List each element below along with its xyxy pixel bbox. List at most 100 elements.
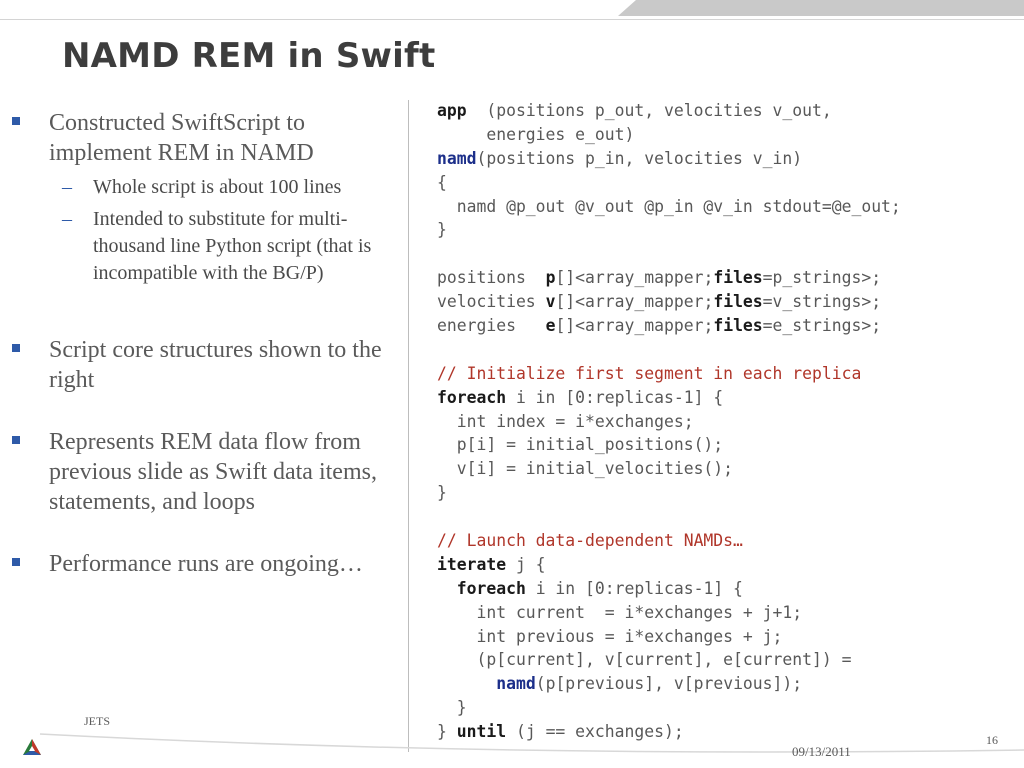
code-keyword: until (456, 722, 507, 742)
code-line: int current = i*exchanges + j+1; (437, 601, 901, 625)
code-comment: // Launch data-dependent NAMDs… (437, 531, 743, 551)
code-line: (p[current], v[current], e[current]) = (437, 648, 901, 672)
column-divider (408, 100, 409, 752)
bullet-square-icon (12, 117, 20, 125)
code-text: j { (506, 554, 546, 574)
code-text: } (437, 722, 457, 742)
code-text: energies e_out) (437, 124, 635, 144)
code-text: (p[current], v[current], e[current]) = (437, 650, 852, 670)
bullet-item: Represents REM data flow from previous s… (12, 427, 407, 517)
code-line: p[i] = initial_positions(); (437, 433, 901, 457)
sub-bullet-text: Whole script is about 100 lines (93, 176, 342, 198)
code-text: (j == exchanges); (506, 722, 684, 742)
bullet-text: Represents REM data flow from previous s… (49, 429, 377, 515)
code-text: (positions p_in, velocities v_in) (476, 148, 803, 168)
code-line: foreach i in [0:replicas-1] { (437, 386, 901, 410)
code-line: velocities v[]<array_mapper;files=v_stri… (437, 290, 901, 314)
code-text: namd @p_out @v_out @p_in @v_in stdout=@e… (437, 196, 901, 216)
code-line (437, 505, 901, 529)
code-text: } (437, 698, 467, 718)
top-decoration-notch (618, 0, 636, 16)
code-keyword: files (713, 316, 763, 336)
code-line: int index = i*exchanges; (437, 410, 901, 434)
bullet-text: Script core structures shown to the righ… (49, 337, 382, 393)
page-number: 16 (986, 733, 998, 747)
code-line: } (437, 218, 901, 242)
code-text: v[i] = initial_velocities(); (437, 459, 734, 479)
code-line (437, 242, 901, 266)
code-text: (p[previous], v[previous]); (535, 674, 803, 694)
code-text: []<array_mapper; (555, 292, 714, 312)
code-keyword: iterate (437, 554, 507, 574)
code-line: } (437, 481, 901, 505)
footer-project-label: JETS (84, 714, 111, 728)
bullet-item: Performance runs are ongoing… (12, 549, 407, 579)
code-line: app (positions p_out, velocities v_out, (437, 99, 901, 123)
code-text (437, 579, 457, 598)
code-keyword: foreach (456, 578, 526, 598)
code-line: namd @p_out @v_out @p_in @v_in stdout=@e… (437, 195, 901, 219)
code-text: i in [0:replicas-1] { (525, 578, 743, 598)
bullet-item: Constructed SwiftScript to implement REM… (12, 108, 407, 168)
footer-date: 09/13/2011 (792, 744, 851, 759)
sub-bullet-item: – Intended to substitute for multi-thous… (12, 206, 407, 287)
code-keyword: files (713, 292, 763, 312)
code-text: int current = i*exchanges + j+1; (437, 602, 803, 622)
code-line: energies e[]<array_mapper;files=e_string… (437, 314, 901, 338)
code-line: // Initialize first segment in each repl… (437, 362, 901, 386)
code-line: positions p[]<array_mapper;files=p_strin… (437, 266, 901, 290)
code-line (437, 338, 901, 362)
code-line: namd(p[previous], v[previous]); (437, 672, 901, 696)
code-text: =e_strings>; (762, 316, 882, 336)
bullet-text: Performance runs are ongoing… (49, 551, 363, 577)
dash-icon: – (62, 208, 72, 230)
code-keyword: p (545, 268, 556, 288)
code-text: (positions p_out, velocities v_out, (466, 101, 832, 120)
code-line: iterate j { (437, 553, 901, 577)
bullet-square-icon (12, 344, 20, 352)
code-text: { (437, 172, 447, 192)
code-text: []<array_mapper; (555, 268, 714, 288)
code-text: } (437, 483, 447, 503)
footer-curve-decoration (39, 733, 1024, 753)
dash-icon: – (62, 176, 72, 198)
code-keyword: foreach (437, 387, 507, 407)
sub-bullet-item: – Whole script is about 100 lines (12, 174, 407, 201)
code-text: p[i] = initial_positions(); (437, 435, 724, 455)
code-text: =v_strings>; (762, 292, 882, 312)
code-comment: // Initialize first segment in each repl… (437, 363, 862, 383)
code-text: =p_strings>; (762, 268, 882, 288)
code-keyword: files (713, 268, 763, 288)
code-text: positions (437, 268, 546, 288)
code-text: energies (437, 316, 546, 336)
top-divider-line (0, 19, 1024, 20)
bullet-text: Constructed SwiftScript to implement REM… (49, 110, 314, 166)
code-keyword: namd (496, 674, 536, 694)
top-decoration-bar (618, 0, 1024, 16)
bullet-item: Script core structures shown to the righ… (12, 335, 407, 395)
code-keyword: namd (437, 148, 477, 168)
code-text: } (437, 220, 447, 240)
sub-bullet-text: Intended to substitute for multi-thousan… (93, 208, 372, 284)
code-line: } (437, 696, 901, 720)
code-line: } until (j == exchanges); (437, 720, 901, 744)
bullet-square-icon (12, 558, 20, 566)
code-text: velocities (437, 292, 546, 312)
code-text: int previous = i*exchanges + j; (437, 626, 783, 646)
code-line: // Launch data-dependent NAMDs… (437, 529, 901, 553)
code-line: foreach i in [0:replicas-1] { (437, 577, 901, 601)
code-line: { (437, 171, 901, 195)
code-keyword: e (545, 316, 556, 336)
code-keyword: app (437, 101, 467, 120)
code-line: energies e_out) (437, 123, 901, 147)
code-text (437, 674, 496, 693)
code-text: i in [0:replicas-1] { (506, 387, 724, 407)
code-line: v[i] = initial_velocities(); (437, 457, 901, 481)
bullet-square-icon (12, 436, 20, 444)
code-text: []<array_mapper; (555, 316, 714, 336)
code-text: int index = i*exchanges; (437, 411, 694, 431)
code-keyword: v (545, 292, 556, 312)
code-block: app (positions p_out, velocities v_out, … (437, 99, 901, 744)
bullet-list: Constructed SwiftScript to implement REM… (12, 108, 407, 579)
code-line: int previous = i*exchanges + j; (437, 625, 901, 649)
